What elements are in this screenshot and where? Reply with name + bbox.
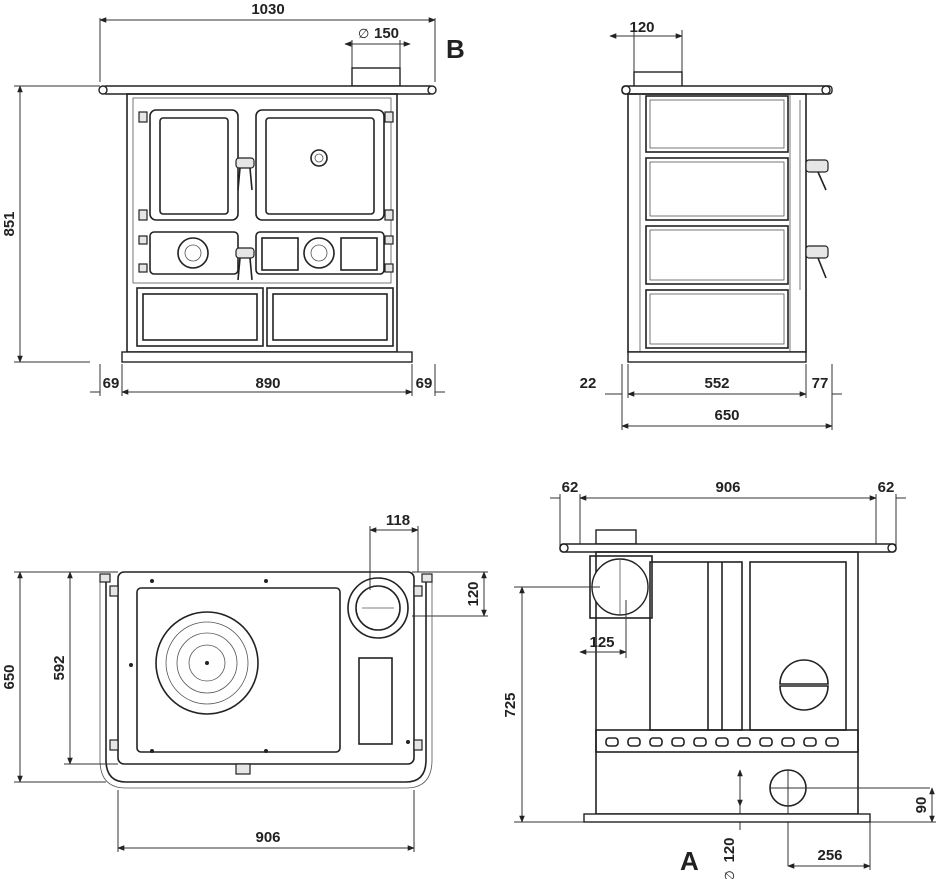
dim-rear-flue-height: 725 <box>502 692 519 717</box>
flue-diameter-symbol: ∅ <box>358 26 369 41</box>
dim-overall-depth: 650 <box>714 407 739 424</box>
dim-top-overall-depth: 650 <box>1 664 18 689</box>
dim-top-width: 906 <box>255 829 280 846</box>
vent-slots <box>605 737 839 747</box>
dim-air-inlet-height: 90 <box>913 797 930 814</box>
top-view: 118 120 <box>1 512 488 852</box>
dim-front-overhang: 77 <box>812 375 829 392</box>
dim-rear-offset: 22 <box>580 375 597 392</box>
dim-rear-width: 906 <box>715 479 740 496</box>
dim-right-overhang: 69 <box>416 375 433 392</box>
dim-air-inlet-offset: 256 <box>817 847 842 864</box>
dim-left-overhang: 69 <box>103 375 120 392</box>
dim-height: 851 <box>1 211 18 236</box>
dim-flue-offset: 120 <box>629 19 654 36</box>
dim-body-depth: 552 <box>704 375 729 392</box>
dim-body-width: 890 <box>255 375 280 392</box>
dim-flue-diameter: 150 <box>374 25 399 42</box>
dim-top-inner-depth: 592 <box>51 655 68 680</box>
dim-top-flue-offset-x: 118 <box>386 512 410 529</box>
dim-rear-left-overhang: 62 <box>562 479 579 496</box>
dim-rear-right-overhang: 62 <box>878 479 895 496</box>
dim-air-inlet-diameter: 120 <box>721 837 738 862</box>
dim-overall-width: 1030 <box>251 1 284 18</box>
dim-rear-flue-offset: 125 <box>589 634 614 651</box>
front-view: 1030 ∅ 150 B <box>1 1 465 396</box>
view-label-b: B <box>446 34 465 64</box>
dim-top-flue-offset-y: 120 <box>465 581 482 606</box>
rear-view: 62 906 62 <box>502 479 936 879</box>
side-view: 120 22 552 <box>580 19 842 430</box>
air-inlet-diameter-symbol: ∅ <box>722 870 737 879</box>
view-label-a: A <box>680 846 699 876</box>
